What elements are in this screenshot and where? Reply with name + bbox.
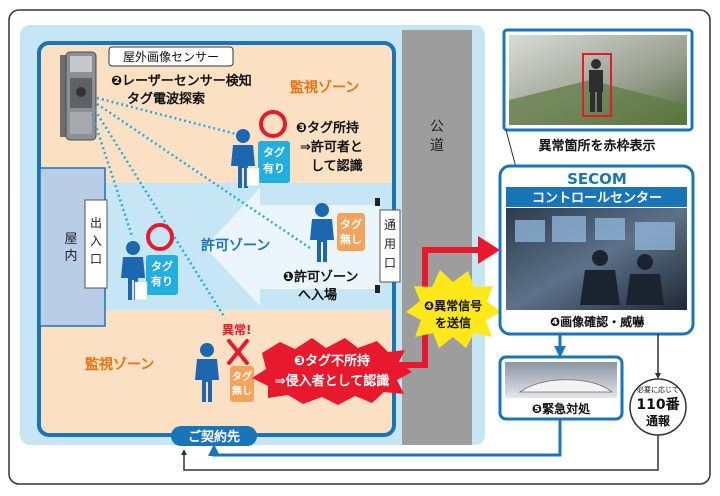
monitor-zone-bottom-label: 監視ゾーン [85,356,154,373]
police-report-circle [629,378,687,436]
enter-allow-text-2: へ入場 [298,287,337,303]
entrance-label-2: 入 [90,234,102,248]
entrance-label-3: 口 [90,252,102,266]
intruder-cross-mark [227,339,249,365]
image-confirm-label: ❹画像確認・威嚇 [550,314,644,329]
tag-no-gate-label-1: タグ [340,217,362,231]
emergency-car [518,379,614,393]
anomaly-label: 異常! [222,322,251,337]
control-center-header [506,187,687,207]
enter-allow-text-1: ❶許可ゾーン [283,269,358,285]
sensor-title: 屋外画像センサー [123,50,219,64]
anomaly-signal-burst [406,270,501,348]
gate-post-bottom [375,285,380,293]
entrance-label-1: 出 [90,216,102,230]
public-road [402,30,472,445]
tag-no-intruder-label-2: 無し [232,384,252,397]
tag-no-badge-gate [337,213,365,251]
photo-red-frame [582,53,612,117]
tag-card-top [246,167,260,187]
monitor-zone-top-label: 監視ゾーン [290,79,359,96]
intruder-text-2: ⇒侵入者として認識 [275,373,390,389]
feedback-path-police [181,432,659,471]
tag-holder-text-2: ⇒許可者と [300,139,363,155]
tag-radio-search-text: タグ電波探索 [127,91,205,107]
signal-arrowhead [478,236,500,264]
control-center-title: コントロールセンター [532,191,662,206]
control-center-monitors [515,216,675,250]
gate-label-2: 用 [384,237,396,251]
control-center-operators [580,250,664,305]
tag-yes-badge-top [258,141,290,183]
ok-circle-top [259,110,287,138]
tag-no-gate-label-2: 無し [340,232,362,246]
entry-direction-arrow [205,188,380,306]
public-road-label-1: 公 [430,119,444,135]
tag-yes-top-label-1: タグ [263,145,285,159]
signal-text-1: ❹異常信号 [424,298,482,313]
red-frame-caption: 異常箇所を赤枠表示 [538,138,655,154]
public-road-label-2: 道 [430,138,444,154]
gate-post-top [375,198,380,206]
contract-label: ご契約先 [188,429,240,445]
outdoor-sensor-device [60,51,97,141]
house-label-1: 屋 [64,232,77,247]
gate-label-3: 口 [384,256,396,270]
police-text-1: 必要に応じて [637,385,679,394]
tag-yes-house-label-2: 有り [151,274,173,288]
secom-logo: SECOM [567,170,627,188]
tag-yes-house-label-1: タグ [151,259,173,273]
image-confirm-bar [506,310,687,332]
signal-text-2: を送信 [435,315,471,330]
police-text-2: 110番 [636,396,680,413]
intruder-recognition-burst [252,338,412,405]
tag-holder-text-3: して認識 [311,158,363,174]
laser-detection-text: ❷レーザーセンサー検知 [111,73,252,89]
police-text-3: 通報 [646,413,671,428]
feedback-path-emergency [208,418,562,457]
ok-circle-house [146,223,174,251]
laser-beams [90,96,311,319]
contract-badge [171,426,257,446]
house-entrance [84,199,108,289]
tag-no-badge-intruder [230,366,254,402]
photo-intruder [589,59,603,112]
tag-card-house [134,281,148,301]
allow-zone-label: 許可ゾーン [201,237,270,254]
tag-yes-top-label-2: 有り [263,161,285,175]
emergency-label: ❺緊急対処 [532,401,591,416]
intruder-text-1: ❸タグ不所持 [294,353,370,369]
gate [379,209,401,283]
tag-no-intruder-label-1: タグ [232,370,252,383]
gate-label-1: 通 [384,218,396,232]
tag-yes-badge-house [146,255,178,295]
house-label-2: 内 [64,248,77,264]
tag-holder-text-1: ❸タグ所持 [296,120,359,136]
sensor-title-box [108,46,234,67]
